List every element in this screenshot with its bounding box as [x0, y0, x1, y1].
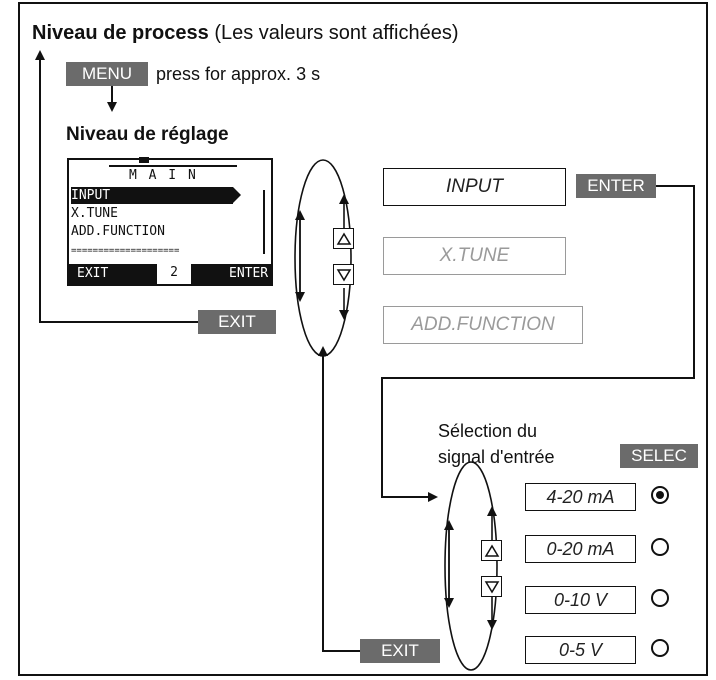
page-title: Niveau de process (Les valeurs sont affi… [32, 22, 459, 45]
radio-icon[interactable] [651, 538, 669, 556]
title-bold: Niveau de process [32, 22, 209, 44]
radio-icon[interactable] [651, 486, 669, 504]
arrow-up-button-icon[interactable] [333, 228, 354, 249]
lcd-header-bar [109, 165, 237, 167]
exit-to-process-line [35, 50, 198, 323]
exit-to-loop-line [318, 346, 360, 652]
lcd-softkey-enter: ENTER [229, 266, 269, 281]
lcd-highlight-arrow [233, 187, 241, 203]
exit-button[interactable]: EXIT [198, 310, 276, 334]
lcd-softkey-middle: 2 [157, 264, 191, 284]
menu-button[interactable]: MENU [66, 62, 148, 86]
lcd-header-marker [139, 157, 149, 163]
lcd-header: M A I N [129, 168, 198, 183]
exit-button-bottom[interactable]: EXIT [360, 639, 440, 663]
selection-loop-ellipse [444, 461, 498, 671]
selection-label-line1: Sélection du [438, 421, 538, 441]
selection-label: Sélection du signal d'entrée [438, 418, 555, 470]
enter-to-selection-line [381, 185, 695, 502]
arrow-down-button-icon[interactable] [481, 576, 502, 597]
lcd-item-input: INPUT [71, 188, 111, 203]
lcd-scrollbar [263, 190, 265, 254]
lcd-item-addfunction: ADD.FUNCTION [71, 224, 165, 239]
menu-loop-ellipse [294, 159, 352, 357]
selection-label-line2: signal d'entrée [438, 447, 555, 467]
arrow-down-button-icon[interactable] [333, 264, 354, 285]
signal-option-0-10v[interactable]: 0-10 V [525, 586, 636, 614]
title-rest: (Les valeurs sont affichées) [214, 22, 459, 44]
menu-item-input[interactable]: INPUT [383, 168, 566, 206]
menu-item-addfunction[interactable]: ADD.FUNCTION [383, 306, 583, 344]
selec-button[interactable]: SELEC [620, 444, 698, 468]
radio-icon[interactable] [651, 639, 669, 657]
signal-option-4-20ma[interactable]: 4-20 mA [525, 483, 636, 511]
menu-hint: press for approx. 3 s [156, 64, 321, 84]
radio-icon[interactable] [651, 589, 669, 607]
lcd-highlight [71, 187, 233, 204]
diagram-frame [18, 2, 708, 676]
settings-level-label: Niveau de réglage [66, 124, 229, 145]
lcd-softkey-exit: EXIT [77, 266, 109, 281]
radio-selected-dot [656, 491, 664, 499]
menu-item-xtune[interactable]: X.TUNE [383, 237, 566, 275]
signal-option-0-5v[interactable]: 0-5 V [525, 636, 636, 664]
lcd-item-xtune: X.TUNE [71, 206, 118, 221]
lcd-separator: ==================== [71, 246, 180, 256]
enter-button[interactable]: ENTER [576, 174, 656, 198]
lcd-display: M A I N INPUT X.TUNE ADD.FUNCTION ======… [67, 157, 273, 286]
signal-option-0-20ma[interactable]: 0-20 mA [525, 535, 636, 563]
arrow-up-button-icon[interactable] [481, 540, 502, 561]
